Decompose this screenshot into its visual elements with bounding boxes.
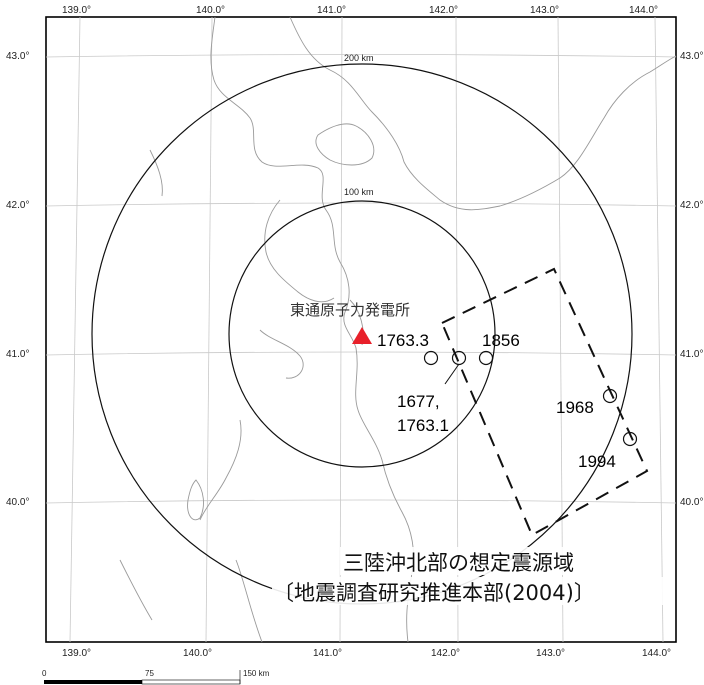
eq-label-1968: 1968 [556,398,594,417]
scale-label-150: 150 km [243,669,270,678]
lat-tick-right-40: 40.0° [680,497,703,508]
lon-tick-bottom-144: 144.0° [642,648,671,659]
lon-ticks-top: 139.0° 140.0° 141.0° 142.0° 143.0° 144.0… [62,5,658,16]
coastlines [119,16,677,643]
eq-marker-1763-3 [423,350,439,366]
lon-tick-bottom-140: 140.0° [183,648,212,659]
lat-tick-left-42: 42.0° [6,200,29,211]
eq-label-1994: 1994 [578,452,616,471]
lon-tick-top-141: 141.0° [317,5,346,16]
lat-tick-left-41: 41.0° [6,349,29,360]
lat-tick-right-42: 42.0° [680,200,703,211]
source-zone-title: 三陸沖北部の想定震源域 〔地震調査研究推進本部(2004)〕 [272,547,672,605]
ring-label-100km: 100 km [344,187,374,197]
power-plant-triangle-icon [352,327,372,344]
ring-label-200km: 200 km [344,53,374,63]
eq-leader-line [444,363,460,385]
eq-label-1763-1: 1763.1 [397,416,449,435]
lon-tick-bottom-143: 143.0° [536,648,565,659]
lat-ticks-left: 43.0° 42.0° 41.0° 40.0° [6,51,29,508]
lon-tick-bottom-142: 142.0° [431,648,460,659]
eq-marker-1968 [602,388,618,404]
eq-marker-1856 [478,350,494,366]
lat-ticks-right: 43.0° 42.0° 41.0° 40.0° [680,51,703,508]
lat-tick-left-40: 40.0° [6,497,29,508]
earthquake-markers [423,350,638,447]
lon-tick-bottom-139: 139.0° [62,648,91,659]
lon-tick-top-140: 140.0° [196,5,225,16]
eq-marker-1994 [622,431,638,447]
eq-label-1763-3: 1763.3 [377,331,429,350]
lat-tick-right-41: 41.0° [680,349,703,360]
scale-bar: 0 75 150 km [42,669,270,685]
lon-tick-bottom-141: 141.0° [313,648,342,659]
source-zone-title-line1: 三陸沖北部の想定震源域 [343,551,574,575]
lon-tick-top-144: 144.0° [629,5,658,16]
scale-bar-white-segment [141,679,241,685]
power-plant-label: 東通原子力発電所 [290,301,410,319]
lon-ticks-bottom: 139.0° 140.0° 141.0° 142.0° 143.0° 144.0… [62,648,671,659]
graticule [45,16,677,643]
lon-tick-top-142: 142.0° [429,5,458,16]
eq-label-1677: 1677, [397,392,440,411]
source-zone-outline [440,267,649,537]
eq-label-1856: 1856 [482,331,520,350]
lat-tick-left-43: 43.0° [6,51,29,62]
lon-tick-top-143: 143.0° [530,5,559,16]
scale-bar-black-segment [44,680,142,684]
lon-tick-top-139: 139.0° [62,5,91,16]
scale-label-0: 0 [42,669,47,678]
source-zone-title-line2: 〔地震調査研究推進本部(2004)〕 [273,581,595,605]
lat-tick-right-43: 43.0° [680,51,703,62]
ring-100km [228,200,496,468]
scale-label-75: 75 [145,669,154,678]
